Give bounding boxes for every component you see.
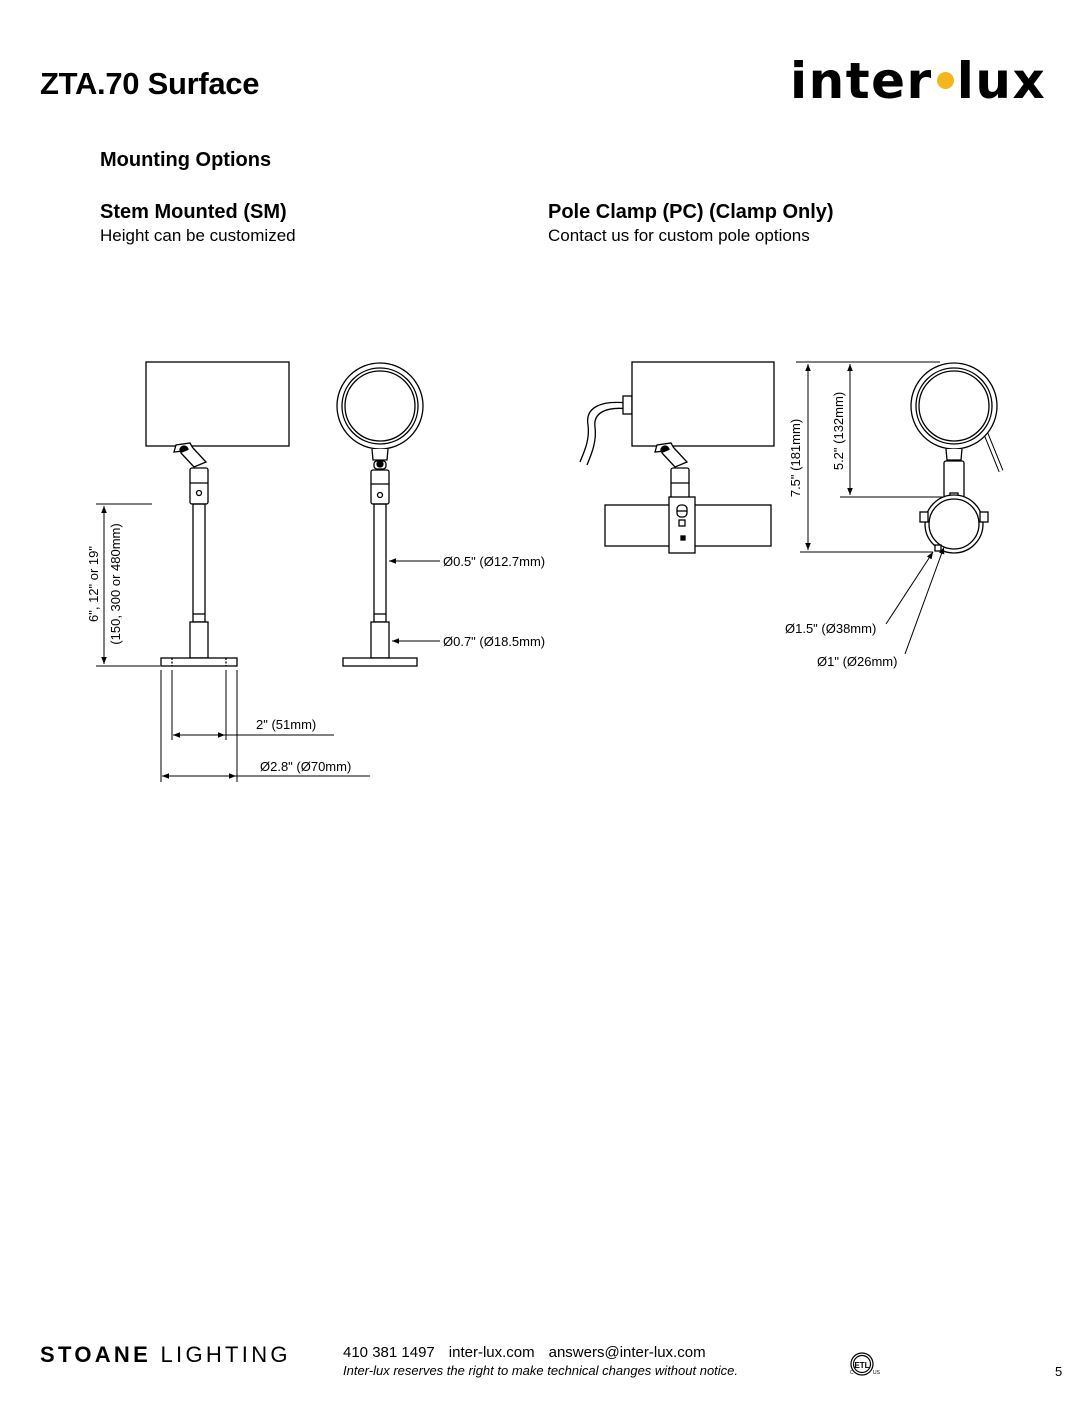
pole-total-height-label: 7.5" (181mm) [788, 419, 803, 497]
svg-text:US: US [873, 1370, 881, 1376]
base-diameter-label: Ø0.7" (Ø18.5mm) [443, 634, 545, 649]
footer-brand-light: LIGHTING [160, 1342, 291, 1367]
inner-diameter-label: Ø1" (Ø26mm) [817, 654, 897, 669]
logo-text-right: lux [956, 52, 1047, 110]
hole-spacing-label: 2" (51mm) [256, 717, 316, 732]
pole-subtitle: Contact us for custom pole options [548, 226, 810, 245]
pole-height-dimensions [796, 361, 950, 553]
footer-disclaimer: Inter-lux reserves the right to make tec… [343, 1363, 739, 1378]
stem-front-view [336, 362, 424, 667]
footer-email[interactable]: answers@inter-lux.com [548, 1344, 706, 1361]
section-heading: Mounting Options [100, 149, 272, 171]
stem-side-view [145, 361, 290, 667]
page-number: 5 [1055, 1364, 1063, 1379]
svg-text:ETL: ETL [854, 1361, 869, 1370]
footer-website[interactable]: inter-lux.com [448, 1344, 535, 1361]
pole-front-view [910, 362, 1004, 554]
stem-base-dimensions [160, 670, 370, 782]
pole-diameter-leaders [885, 546, 945, 655]
pole-heading: Pole Clamp (PC) (Clamp Only) [548, 201, 834, 223]
stem-diameter-label: Ø0.5" (Ø12.7mm) [443, 554, 545, 569]
stem-height-dimension [96, 503, 160, 667]
stem-height-label-1: 6", 12" or 19" [86, 546, 101, 622]
outer-diameter-label: Ø1.5" (Ø38mm) [785, 621, 876, 636]
footer-contact: 410 381 1497 inter-lux.com answers@inter-l… [343, 1344, 720, 1361]
plate-diameter-label: Ø2.8" (Ø70mm) [260, 759, 351, 774]
logo-text-left: inter [790, 52, 933, 110]
pole-side-view [579, 361, 775, 554]
stem-heading: Stem Mounted (SM) [100, 201, 287, 223]
page-title: ZTA.70 Surface [40, 66, 260, 101]
stem-height-label-2: (150, 300 or 480mm) [108, 523, 123, 644]
svg-text:C: C [850, 1370, 854, 1376]
pole-head-height-label: 5.2" (132mm) [831, 392, 846, 470]
interlux-logo: inter lux [790, 52, 1046, 110]
stem-subtitle: Height can be customized [100, 226, 296, 245]
footer-phone[interactable]: 410 381 1497 [343, 1344, 435, 1361]
etl-listed-icon: ETL C US [850, 1352, 881, 1376]
stoane-lighting-logo: STOANE LIGHTING [40, 1342, 291, 1368]
stem-diameter-leaders [389, 558, 440, 644]
logo-dot-icon [936, 71, 954, 89]
footer-brand-bold: STOANE [40, 1342, 152, 1367]
